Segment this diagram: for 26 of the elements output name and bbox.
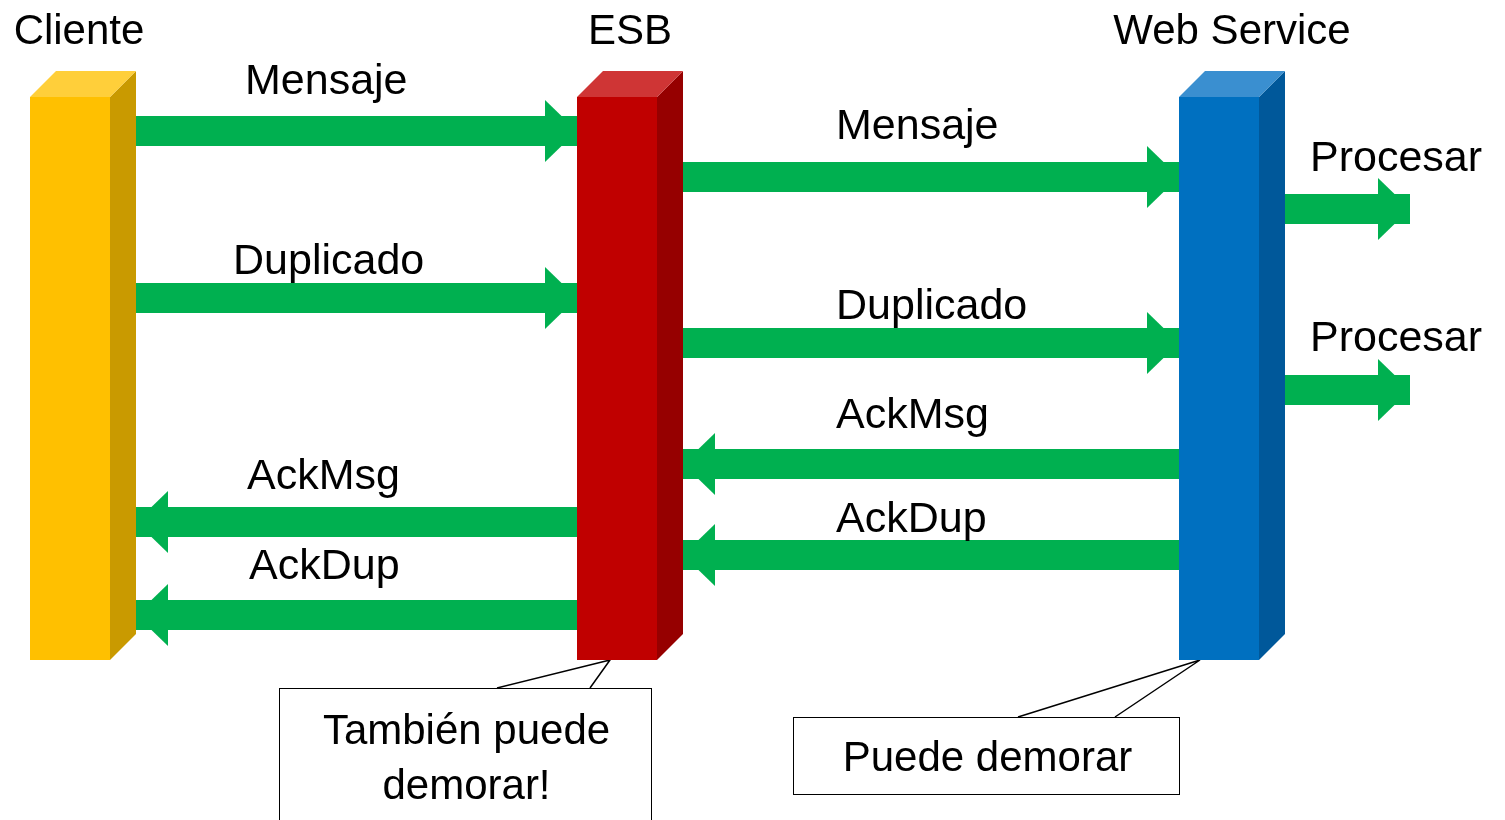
arrow-label: Duplicado xyxy=(233,238,425,281)
callout-box xyxy=(279,688,652,820)
arrow xyxy=(1285,178,1410,240)
arrow-label: Mensaje xyxy=(836,103,999,146)
arrow-label: Procesar xyxy=(1310,135,1483,178)
arrow xyxy=(683,312,1179,374)
arrow-label: Mensaje xyxy=(245,58,408,101)
callout-text: También puede demorar! xyxy=(321,705,612,810)
arrow-label: Procesar xyxy=(1310,315,1483,358)
arrow-label: AckMsg xyxy=(247,453,400,496)
column-heading: Web Service xyxy=(1113,9,1351,51)
arrow xyxy=(136,491,577,553)
callout-text: Puede demorar xyxy=(841,732,1134,782)
arrow xyxy=(683,433,1179,495)
arrow xyxy=(1285,359,1410,421)
arrow xyxy=(683,146,1179,208)
column-heading: Cliente xyxy=(13,9,145,51)
arrow-label: AckMsg xyxy=(836,392,989,435)
arrow-label: AckDup xyxy=(836,496,987,539)
arrow-label: AckDup xyxy=(249,543,400,586)
arrow xyxy=(136,100,577,162)
arrow-label: Duplicado xyxy=(836,283,1028,326)
callout-box xyxy=(793,717,1180,795)
arrow xyxy=(683,524,1179,586)
column-heading: ESB xyxy=(587,9,672,51)
arrow xyxy=(136,267,577,329)
